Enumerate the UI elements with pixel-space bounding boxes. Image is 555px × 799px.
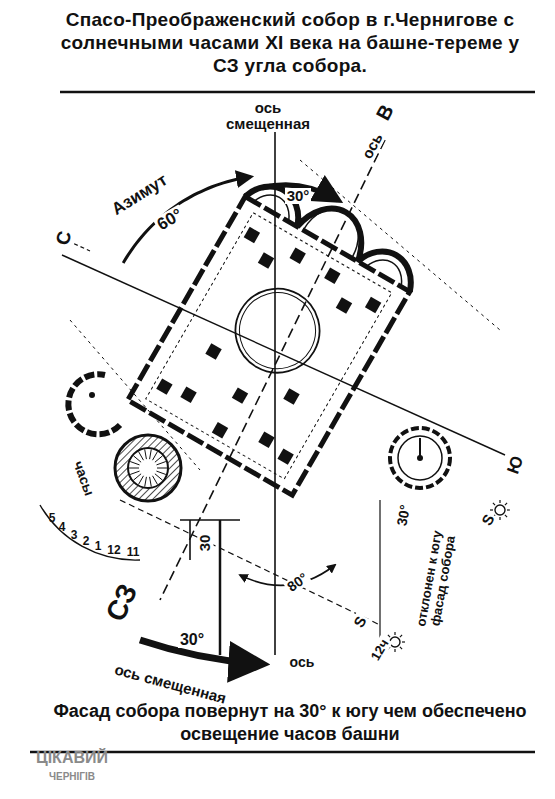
shifted-axis: [160, 140, 385, 600]
sundial-tower: [115, 435, 181, 501]
direction-label: С: [52, 227, 76, 249]
time-label: 12ч: [368, 635, 393, 664]
hour-mark: 3: [71, 529, 78, 542]
axis-label: В: [371, 99, 398, 125]
axis-line: [219, 520, 222, 655]
axis-line: [120, 500, 380, 625]
caption: Фасад собора повёрнут на 30° к югу чем о…: [40, 700, 540, 747]
annex: [89, 392, 95, 398]
hour-mark: 1: [95, 540, 102, 553]
annex: [68, 374, 120, 434]
stair-tower: [390, 428, 450, 488]
hour-mark: 11: [127, 546, 140, 559]
angle-label: 80°: [283, 569, 312, 595]
title: Спасо-Преображенский собор в г.Чернигове…: [55, 8, 525, 78]
hour-mark: 4: [59, 521, 66, 534]
angle-label: 60°: [153, 205, 188, 235]
watermark: ЦІКАВИЙ: [36, 750, 108, 767]
direction-label: СЗ: [100, 578, 144, 628]
facade-label: отклонен к югу фасад собора: [413, 521, 460, 638]
bracket: [379, 500, 380, 650]
hour-scale: [40, 505, 140, 560]
direction-label: Ю: [504, 452, 528, 478]
hour-mark: 5: [49, 512, 56, 525]
axis-line: [62, 255, 505, 455]
axis-line: [274, 125, 276, 655]
axis-label: ось: [288, 655, 317, 670]
hour-mark: 12: [107, 544, 120, 557]
axis-label: ось смещенная: [111, 661, 230, 707]
direction-label: S: [350, 612, 371, 632]
axis-label: ось смещенная: [211, 100, 325, 132]
angle-label: 30°: [178, 632, 206, 649]
sundial-label: часы: [70, 457, 97, 499]
angle-label: 30°: [285, 188, 312, 204]
rule: [60, 91, 535, 94]
hour-mark: 2: [83, 535, 90, 548]
watermark: ЧЕРНІГІВ: [49, 772, 95, 783]
angle-label: 30: [197, 533, 213, 554]
angle-mark: [180, 520, 240, 560]
angle-label: 30°: [395, 501, 414, 528]
